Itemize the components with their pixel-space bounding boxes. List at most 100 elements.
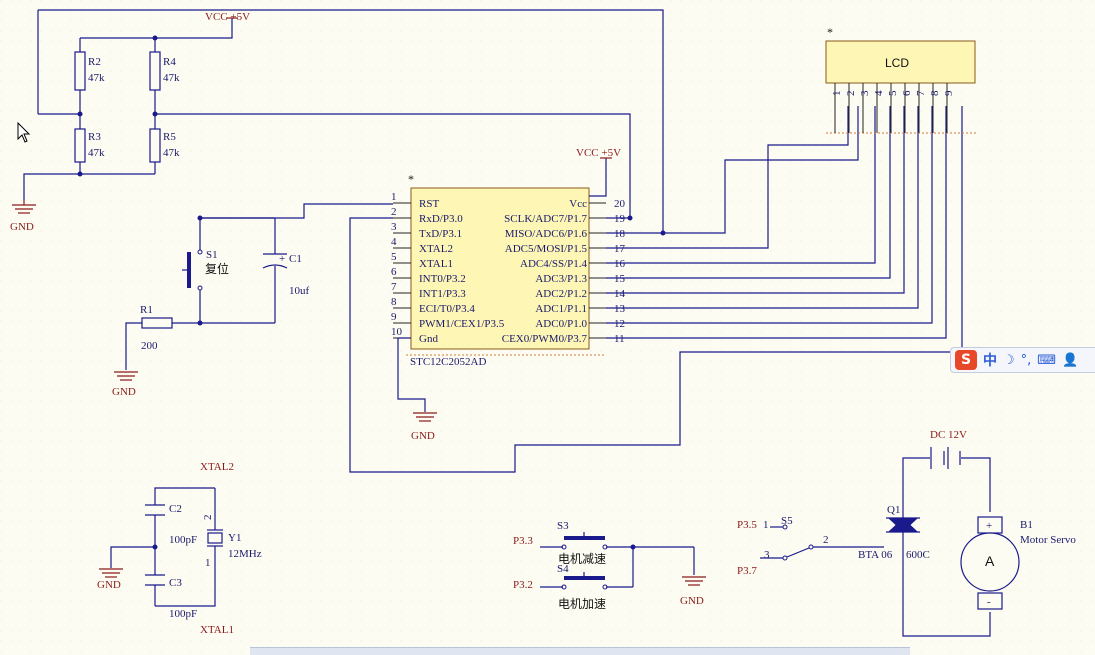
mcu-chip[interactable]: * STC12C2052AD 1RST2RxD/P3.03TxD/P3.14XT… bbox=[391, 172, 626, 368]
motor-circuit bbox=[902, 457, 991, 637]
dc-label: DC 12V bbox=[930, 429, 967, 441]
motor-plus: + bbox=[986, 520, 992, 532]
s5-ref: S5 bbox=[781, 515, 793, 527]
mcu-pin-num: 4 bbox=[391, 236, 397, 248]
motor-meter: A bbox=[985, 553, 995, 569]
mcu-pin-num: 10 bbox=[391, 326, 403, 338]
moon-icon[interactable]: ☽ bbox=[1003, 352, 1015, 368]
lcd-pin-num: 6 bbox=[901, 90, 913, 96]
battery-dc[interactable]: DC 12V bbox=[930, 429, 967, 469]
capacitor-c3[interactable]: C3 100pF bbox=[145, 574, 197, 620]
c3-ref: C3 bbox=[169, 577, 182, 589]
mcu-lcd-wires bbox=[606, 106, 947, 339]
r5-val: 47k bbox=[163, 147, 180, 159]
lcd-marker: * bbox=[827, 25, 833, 39]
q1-volt: 600C bbox=[906, 549, 930, 561]
s3-ref: S3 bbox=[557, 520, 569, 532]
selector-s5[interactable]: P3.5 1 S5 3 2 P3.7 bbox=[737, 515, 884, 577]
r3-val: 47k bbox=[88, 147, 105, 159]
mcu-pin-num: 18 bbox=[614, 228, 626, 240]
mcu-pin-num: 15 bbox=[614, 273, 626, 285]
punctuation-icon[interactable]: °, bbox=[1020, 352, 1032, 368]
switch-s1[interactable]: S1 复位 bbox=[182, 249, 229, 291]
mcu-marker: * bbox=[408, 172, 414, 186]
sogou-icon[interactable]: S bbox=[955, 350, 977, 370]
gnd-label-5: GND bbox=[680, 595, 704, 607]
mcu-pin-num: 11 bbox=[614, 333, 625, 345]
switch-s3[interactable]: S3 电机减速 bbox=[557, 520, 608, 566]
mcu-pin-name: INT0/P3.2 bbox=[419, 273, 466, 285]
mcu-pin-name: XTAL1 bbox=[419, 258, 453, 270]
mcu-pin-num: 17 bbox=[614, 243, 626, 255]
vcc-mcu-label: VCC +5V bbox=[576, 147, 621, 159]
resistor-r4[interactable]: R4 47k bbox=[149, 51, 180, 91]
mcu-pin-name: Gnd bbox=[419, 333, 438, 345]
c1-plus: + bbox=[279, 253, 285, 265]
s4-ref: S4 bbox=[557, 563, 569, 575]
lcd-pin-num: 9 bbox=[943, 90, 955, 96]
mcu-pin-name: ADC2/P1.2 bbox=[535, 288, 587, 300]
p32-label: P3.2 bbox=[513, 579, 533, 591]
mcu-pin-name: TxD/P3.1 bbox=[419, 228, 462, 240]
capacitor-c1[interactable]: + C1 10uf bbox=[262, 253, 310, 297]
mcu-pin-name: CEX0/PWM0/P3.7 bbox=[502, 333, 588, 345]
lcd-pin-num: 3 bbox=[859, 90, 871, 96]
gnd-label-1: GND bbox=[10, 221, 34, 233]
crystal-circuit: XTAL2 XTAL1 bbox=[110, 461, 234, 636]
mcu-pin-name: ADC5/MOSI/P1.5 bbox=[505, 243, 588, 255]
gnd-symbol-2: GND bbox=[112, 371, 138, 398]
mcu-pin-name: INT1/P3.3 bbox=[419, 288, 466, 300]
horizontal-scrollbar[interactable] bbox=[250, 647, 910, 655]
mcu-pin-name: XTAL2 bbox=[419, 243, 453, 255]
user-icon[interactable]: 👤 bbox=[1062, 352, 1079, 368]
mcu-pin-num: 6 bbox=[391, 266, 397, 278]
resistor-r3[interactable]: R3 47k bbox=[74, 128, 105, 163]
s5-pin2: 2 bbox=[823, 534, 829, 546]
mcu-pin-num: 13 bbox=[614, 303, 626, 315]
mcu-pin-num: 14 bbox=[614, 288, 626, 300]
c2-ref: C2 bbox=[169, 503, 182, 515]
ime-toolbar[interactable]: S 中 ☽ °, ⌨ 👤 bbox=[950, 347, 1095, 373]
vcc-top-symbol: VCC +5V bbox=[205, 11, 250, 23]
b1-name: Motor Servo bbox=[1020, 534, 1076, 546]
triac-q1[interactable]: Q1 BTA 06 600C bbox=[858, 504, 930, 561]
keyboard-icon[interactable]: ⌨ bbox=[1037, 352, 1057, 368]
mcu-pin-num: 19 bbox=[614, 213, 626, 225]
p33-label: P3.3 bbox=[513, 535, 533, 547]
s5-pin3: 3 bbox=[764, 549, 770, 561]
gnd-label-3: GND bbox=[411, 430, 435, 442]
p35-label: P3.5 bbox=[737, 519, 757, 531]
resistor-r2[interactable]: R2 47k bbox=[74, 51, 105, 91]
lcd-pin-num: 1 bbox=[831, 91, 843, 97]
switch-s4[interactable]: S4 电机加速 bbox=[557, 563, 608, 611]
mcu-pin-num: 20 bbox=[614, 198, 626, 210]
mcu-pin-name: PWM1/CEX1/P3.5 bbox=[419, 318, 505, 330]
r2-val: 47k bbox=[88, 72, 105, 84]
vcc-mcu-symbol: VCC +5V bbox=[576, 147, 621, 197]
lcd-pin-num: 8 bbox=[929, 90, 941, 96]
resistor-r5[interactable]: R5 47k bbox=[149, 128, 180, 163]
c1-val: 10uf bbox=[289, 285, 310, 297]
gnd-label-4: GND bbox=[97, 579, 121, 591]
resistor-r1[interactable]: R1 200 bbox=[140, 304, 173, 352]
gnd-symbol-5: GND bbox=[680, 576, 706, 607]
s1-ref: S1 bbox=[206, 249, 218, 261]
mcu-pin-num: 8 bbox=[391, 296, 397, 308]
gnd-symbol-1: GND bbox=[10, 200, 36, 233]
mcu-pin-name: ECI/T0/P3.4 bbox=[419, 303, 475, 315]
s5-pin1: 1 bbox=[763, 519, 769, 531]
ime-lang-toggle[interactable]: 中 bbox=[983, 353, 997, 369]
mcu-pin-name: RxD/P3.0 bbox=[419, 213, 463, 225]
lcd-label: LCD bbox=[885, 56, 909, 70]
motor-b1[interactable]: A + - B1 Motor Servo bbox=[960, 516, 1076, 610]
s1-label: 复位 bbox=[205, 261, 229, 276]
y1-val: 12MHz bbox=[228, 548, 262, 560]
capacitor-c2[interactable]: C2 100pF bbox=[145, 503, 197, 546]
mcu-pin-num: 2 bbox=[391, 206, 397, 218]
crystal-y1[interactable]: Y1 12MHz 2 1 bbox=[202, 515, 262, 570]
r3-ref: R3 bbox=[88, 131, 101, 143]
lcd-pin-num: 2 bbox=[845, 91, 857, 97]
y1-pin1: 1 bbox=[205, 557, 211, 569]
